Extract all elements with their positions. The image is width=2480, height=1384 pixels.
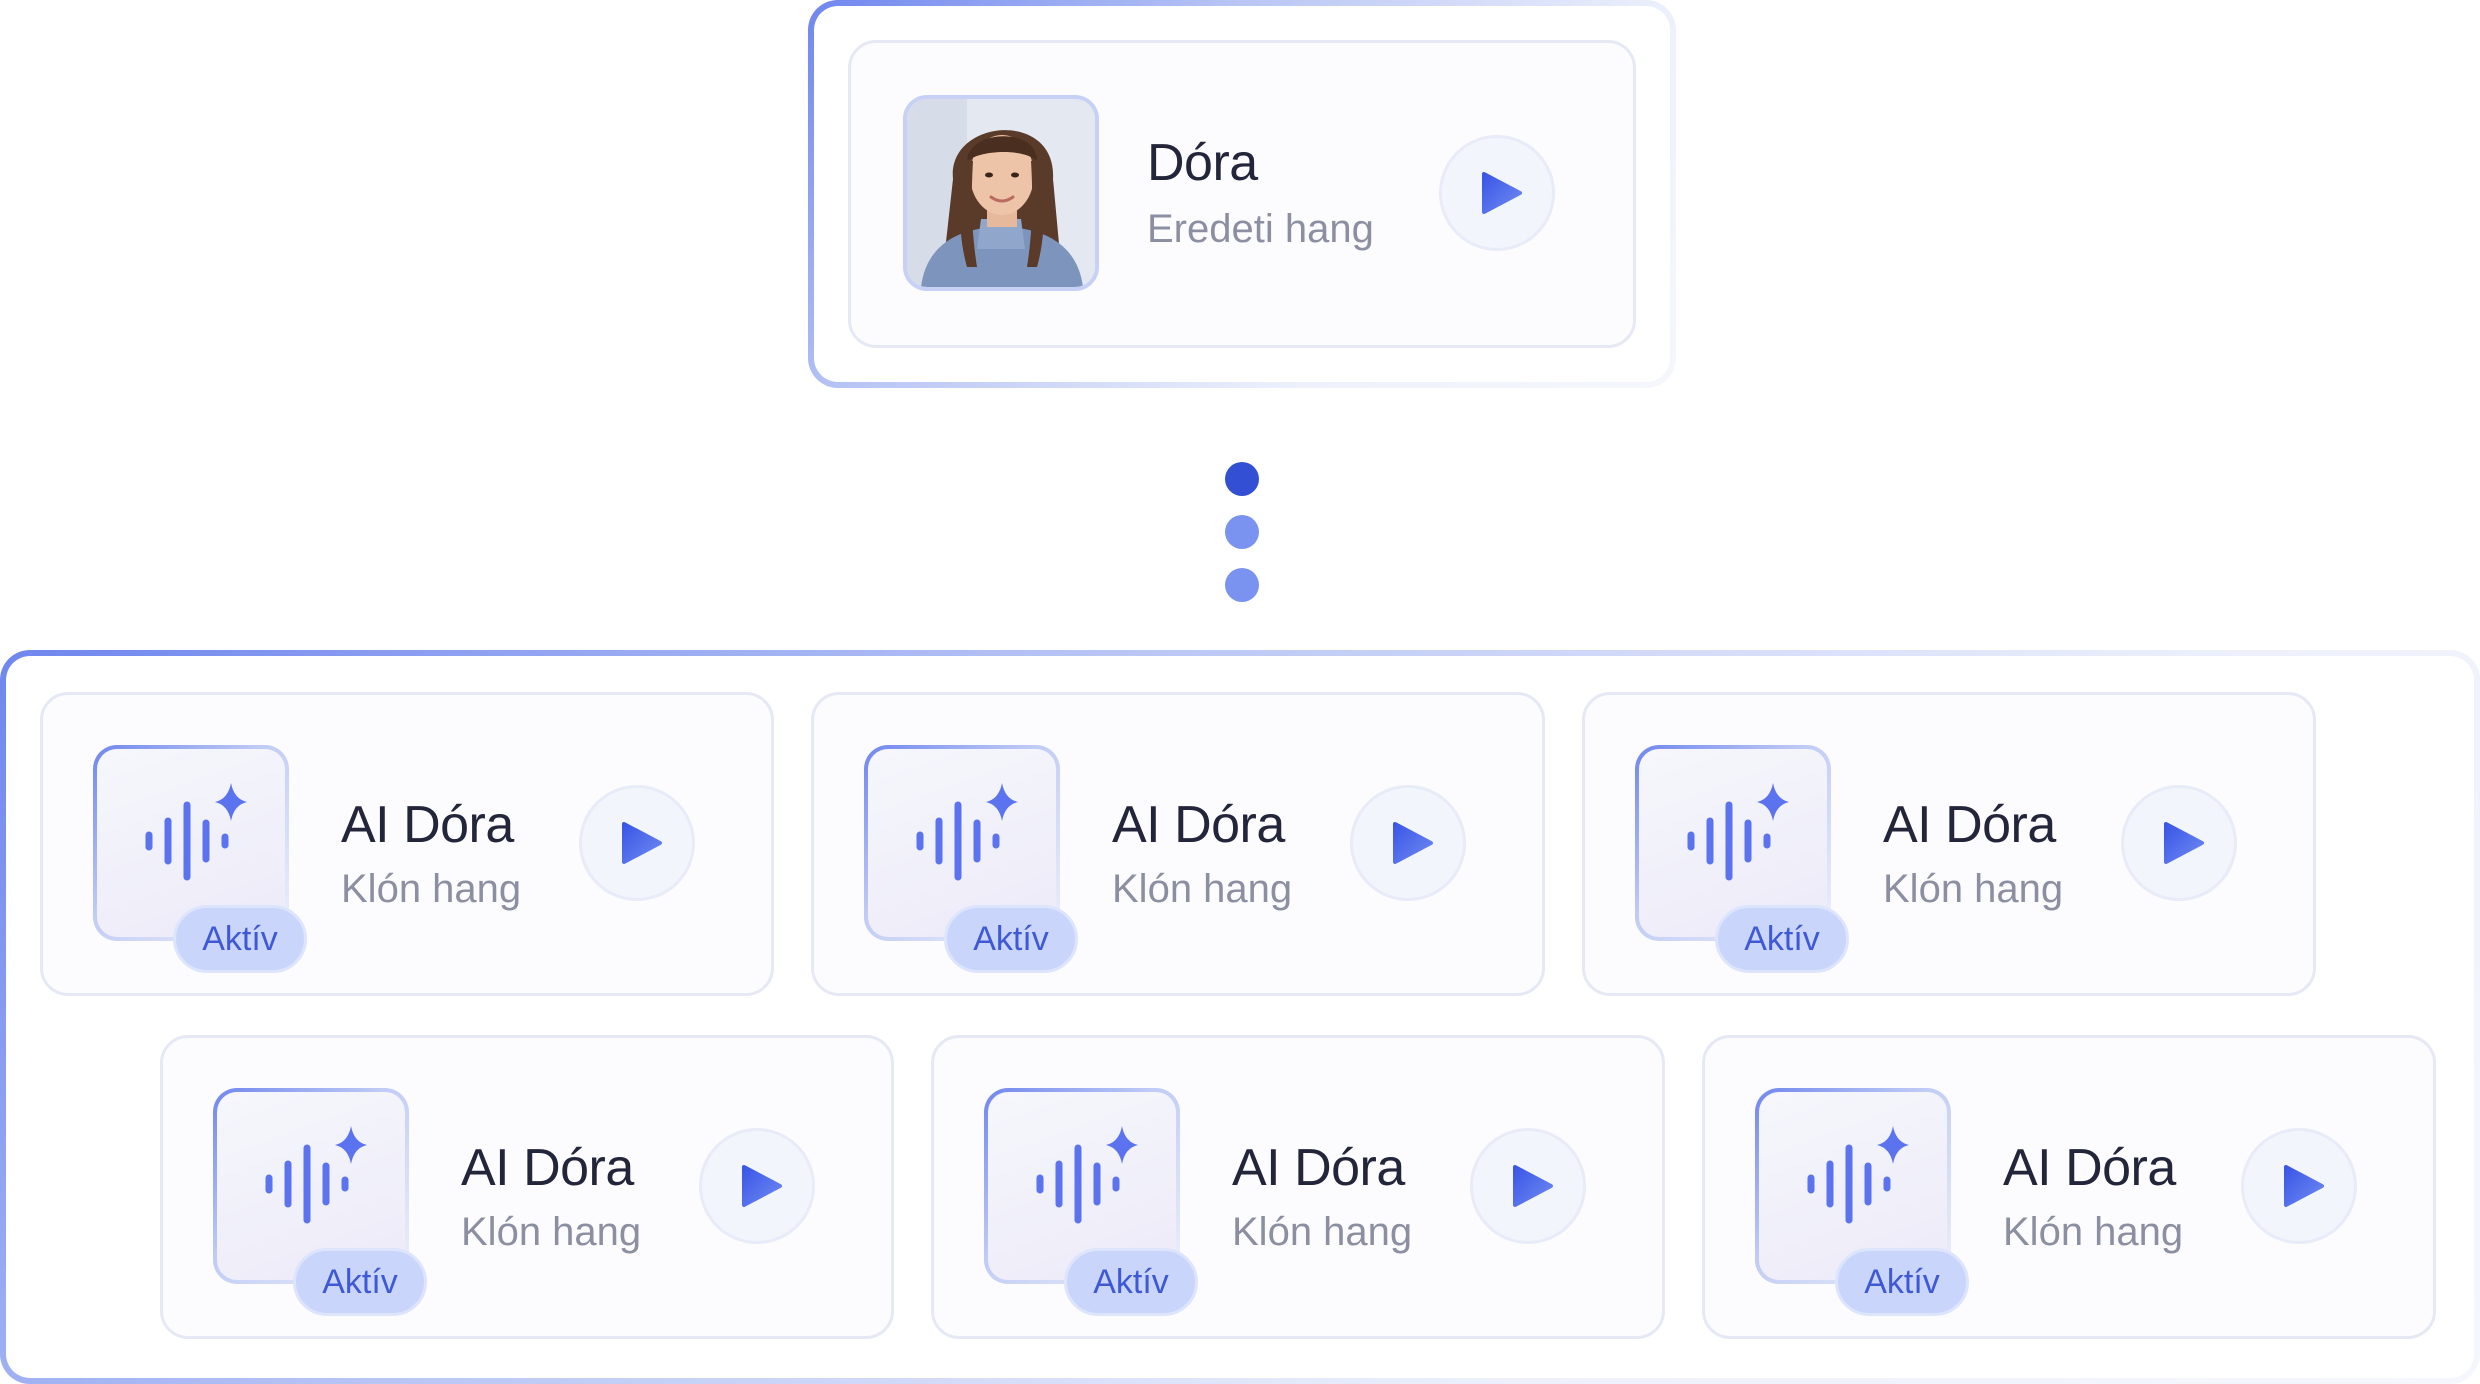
- clone-voice-card: Aktív AI Dóra Klón hang: [40, 692, 774, 996]
- source-voice-card: Dóra Eredeti hang: [848, 40, 1636, 348]
- connector-dot: [1225, 568, 1259, 602]
- clone-voice-subtitle: Klón hang: [1232, 1210, 1413, 1254]
- play-button[interactable]: [699, 1128, 815, 1244]
- voice-wave-sparkle-icon: [916, 783, 1018, 881]
- clone-voice-card: Aktív AI Dóra Klón hang: [1582, 692, 2316, 996]
- play-button[interactable]: [579, 785, 695, 901]
- clone-voice-card: Aktív AI Dóra Klón hang: [160, 1035, 894, 1339]
- clone-voice-subtitle: Klón hang: [461, 1210, 642, 1254]
- voice-wave-sparkle-icon: [145, 783, 247, 881]
- clone-voice-subtitle: Klón hang: [1112, 867, 1293, 911]
- voice-wave-sparkle-icon: [265, 1126, 367, 1224]
- status-badge: Aktív: [173, 905, 307, 973]
- play-button[interactable]: [1350, 785, 1466, 901]
- status-badge: Aktív: [1835, 1248, 1969, 1316]
- clone-voice-name: AI Dóra: [1112, 796, 1285, 854]
- play-icon: [1482, 172, 1522, 214]
- clone-voice-subtitle: Klón hang: [2003, 1210, 2184, 1254]
- connector-dot: [1225, 462, 1259, 496]
- play-icon: [2164, 822, 2204, 864]
- play-button[interactable]: [1439, 135, 1555, 251]
- status-badge: Aktív: [944, 905, 1078, 973]
- clone-voice-subtitle: Klón hang: [1883, 867, 2064, 911]
- play-button[interactable]: [2241, 1128, 2357, 1244]
- source-voice-name: Dóra: [1147, 134, 1258, 192]
- clone-voice-name: AI Dóra: [2003, 1139, 2176, 1197]
- status-badge: Aktív: [1064, 1248, 1198, 1316]
- play-icon: [742, 1165, 782, 1207]
- clone-voice-tile: [864, 745, 1060, 941]
- clone-voice-name: AI Dóra: [1232, 1139, 1405, 1197]
- voice-wave-sparkle-icon: [1687, 783, 1789, 881]
- play-icon: [1513, 1165, 1553, 1207]
- play-icon: [2284, 1165, 2324, 1207]
- status-badge: Aktív: [1715, 905, 1849, 973]
- clone-voice-name: AI Dóra: [341, 796, 514, 854]
- status-badge: Aktív: [293, 1248, 427, 1316]
- play-icon: [1393, 822, 1433, 864]
- voice-wave-sparkle-icon: [1036, 1126, 1138, 1224]
- avatar-photo: [903, 95, 1099, 291]
- connector-dot: [1225, 515, 1259, 549]
- clone-voice-name: AI Dóra: [1883, 796, 2056, 854]
- clone-voice-subtitle: Klón hang: [341, 867, 522, 911]
- clone-voice-card: Aktív AI Dóra Klón hang: [1702, 1035, 2436, 1339]
- voice-wave-sparkle-icon: [1807, 1126, 1909, 1224]
- clone-voice-card: Aktív AI Dóra Klón hang: [931, 1035, 1665, 1339]
- play-icon: [622, 822, 662, 864]
- clone-voice-card: Aktív AI Dóra Klón hang: [811, 692, 1545, 996]
- clone-voice-name: AI Dóra: [461, 1139, 634, 1197]
- play-button[interactable]: [2121, 785, 2237, 901]
- play-button[interactable]: [1470, 1128, 1586, 1244]
- source-voice-subtitle: Eredeti hang: [1147, 207, 1374, 251]
